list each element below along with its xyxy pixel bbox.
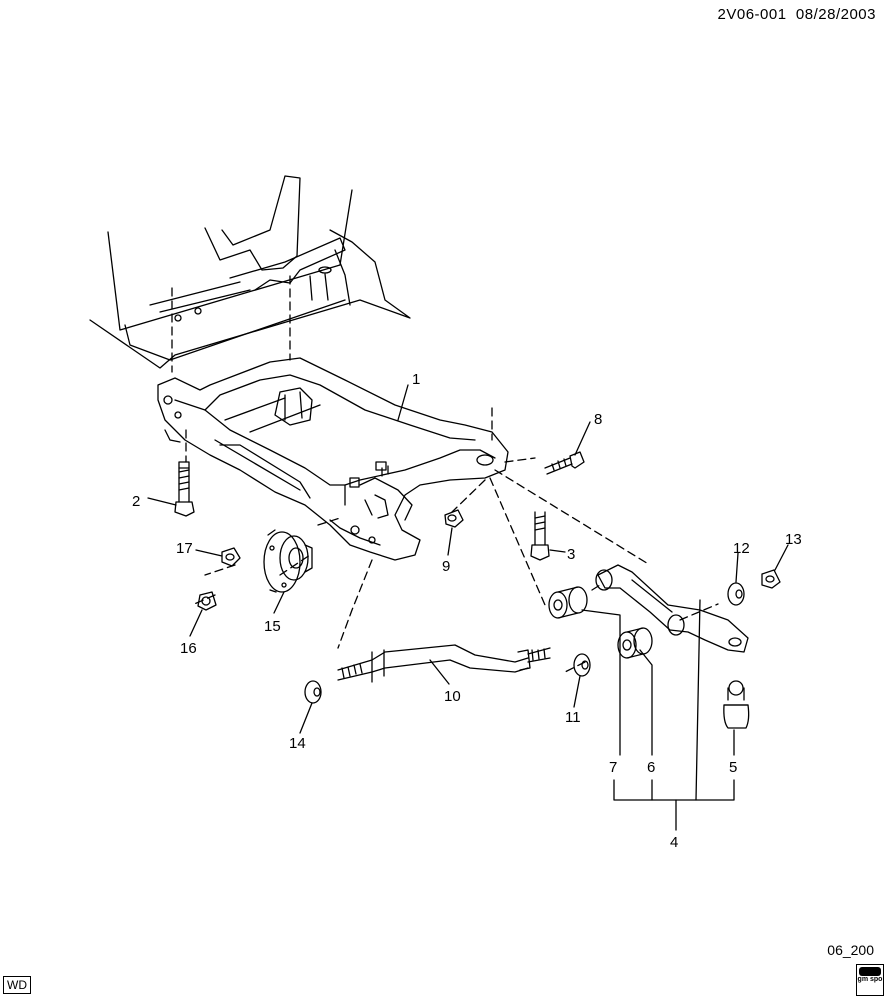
strut-rod-10: [337, 644, 551, 683]
callout-12: 12: [733, 540, 750, 557]
body-floor-pan: [89, 175, 411, 369]
callout-labels: 1 2 3 4 5 6 7 8 9 10 11 12 13 14 15 16 1…: [132, 371, 802, 851]
callout-4: 4: [670, 834, 678, 851]
washer-11: [573, 653, 591, 677]
callout-8: 8: [594, 411, 602, 428]
subframe-cradle: [157, 357, 509, 561]
washer-14: [304, 680, 322, 704]
bushing-12: [727, 582, 745, 606]
bolt-2: [174, 461, 195, 517]
callout-13: 13: [785, 531, 802, 548]
nut-13: [761, 569, 781, 589]
callout-15: 15: [264, 618, 281, 635]
callout-3: 3: [567, 546, 575, 563]
logo-text: gm spo: [857, 976, 883, 983]
callout-9: 9: [442, 558, 450, 575]
bolt-3: [530, 511, 550, 561]
drawing-header: 2V06-001 08/28/2003: [718, 6, 876, 23]
bolt-8: [544, 451, 585, 475]
callout-7: 7: [609, 759, 617, 776]
drawing-date: 08/28/2003: [795, 6, 876, 23]
insulator-mount-15: [263, 529, 313, 593]
sheet-code: 06_200: [827, 942, 874, 958]
nut-9: [444, 509, 464, 528]
bushing-6: [617, 627, 653, 659]
nut-17: [221, 547, 241, 567]
drawing-id: 2V06-001: [717, 6, 787, 23]
callout-2: 2: [132, 493, 140, 510]
callout-10: 10: [444, 688, 461, 705]
callout-14: 14: [289, 735, 306, 752]
callout-11: 11: [565, 709, 581, 726]
control-arm: [595, 564, 749, 653]
nut-16: [197, 591, 217, 611]
ball-joint-5: [723, 680, 750, 729]
gm-spo-logo-icon: gm spo: [856, 964, 884, 996]
callout-1: 1: [412, 371, 420, 388]
callout-17: 17: [176, 540, 193, 557]
bushing-7: [548, 586, 588, 619]
assembly-centerlines: [171, 275, 719, 673]
callout-16: 16: [180, 640, 197, 657]
wd-badge: WD: [3, 976, 31, 994]
callout-5: 5: [729, 759, 737, 776]
callout-6: 6: [647, 759, 655, 776]
callout-leaders: [147, 384, 789, 831]
